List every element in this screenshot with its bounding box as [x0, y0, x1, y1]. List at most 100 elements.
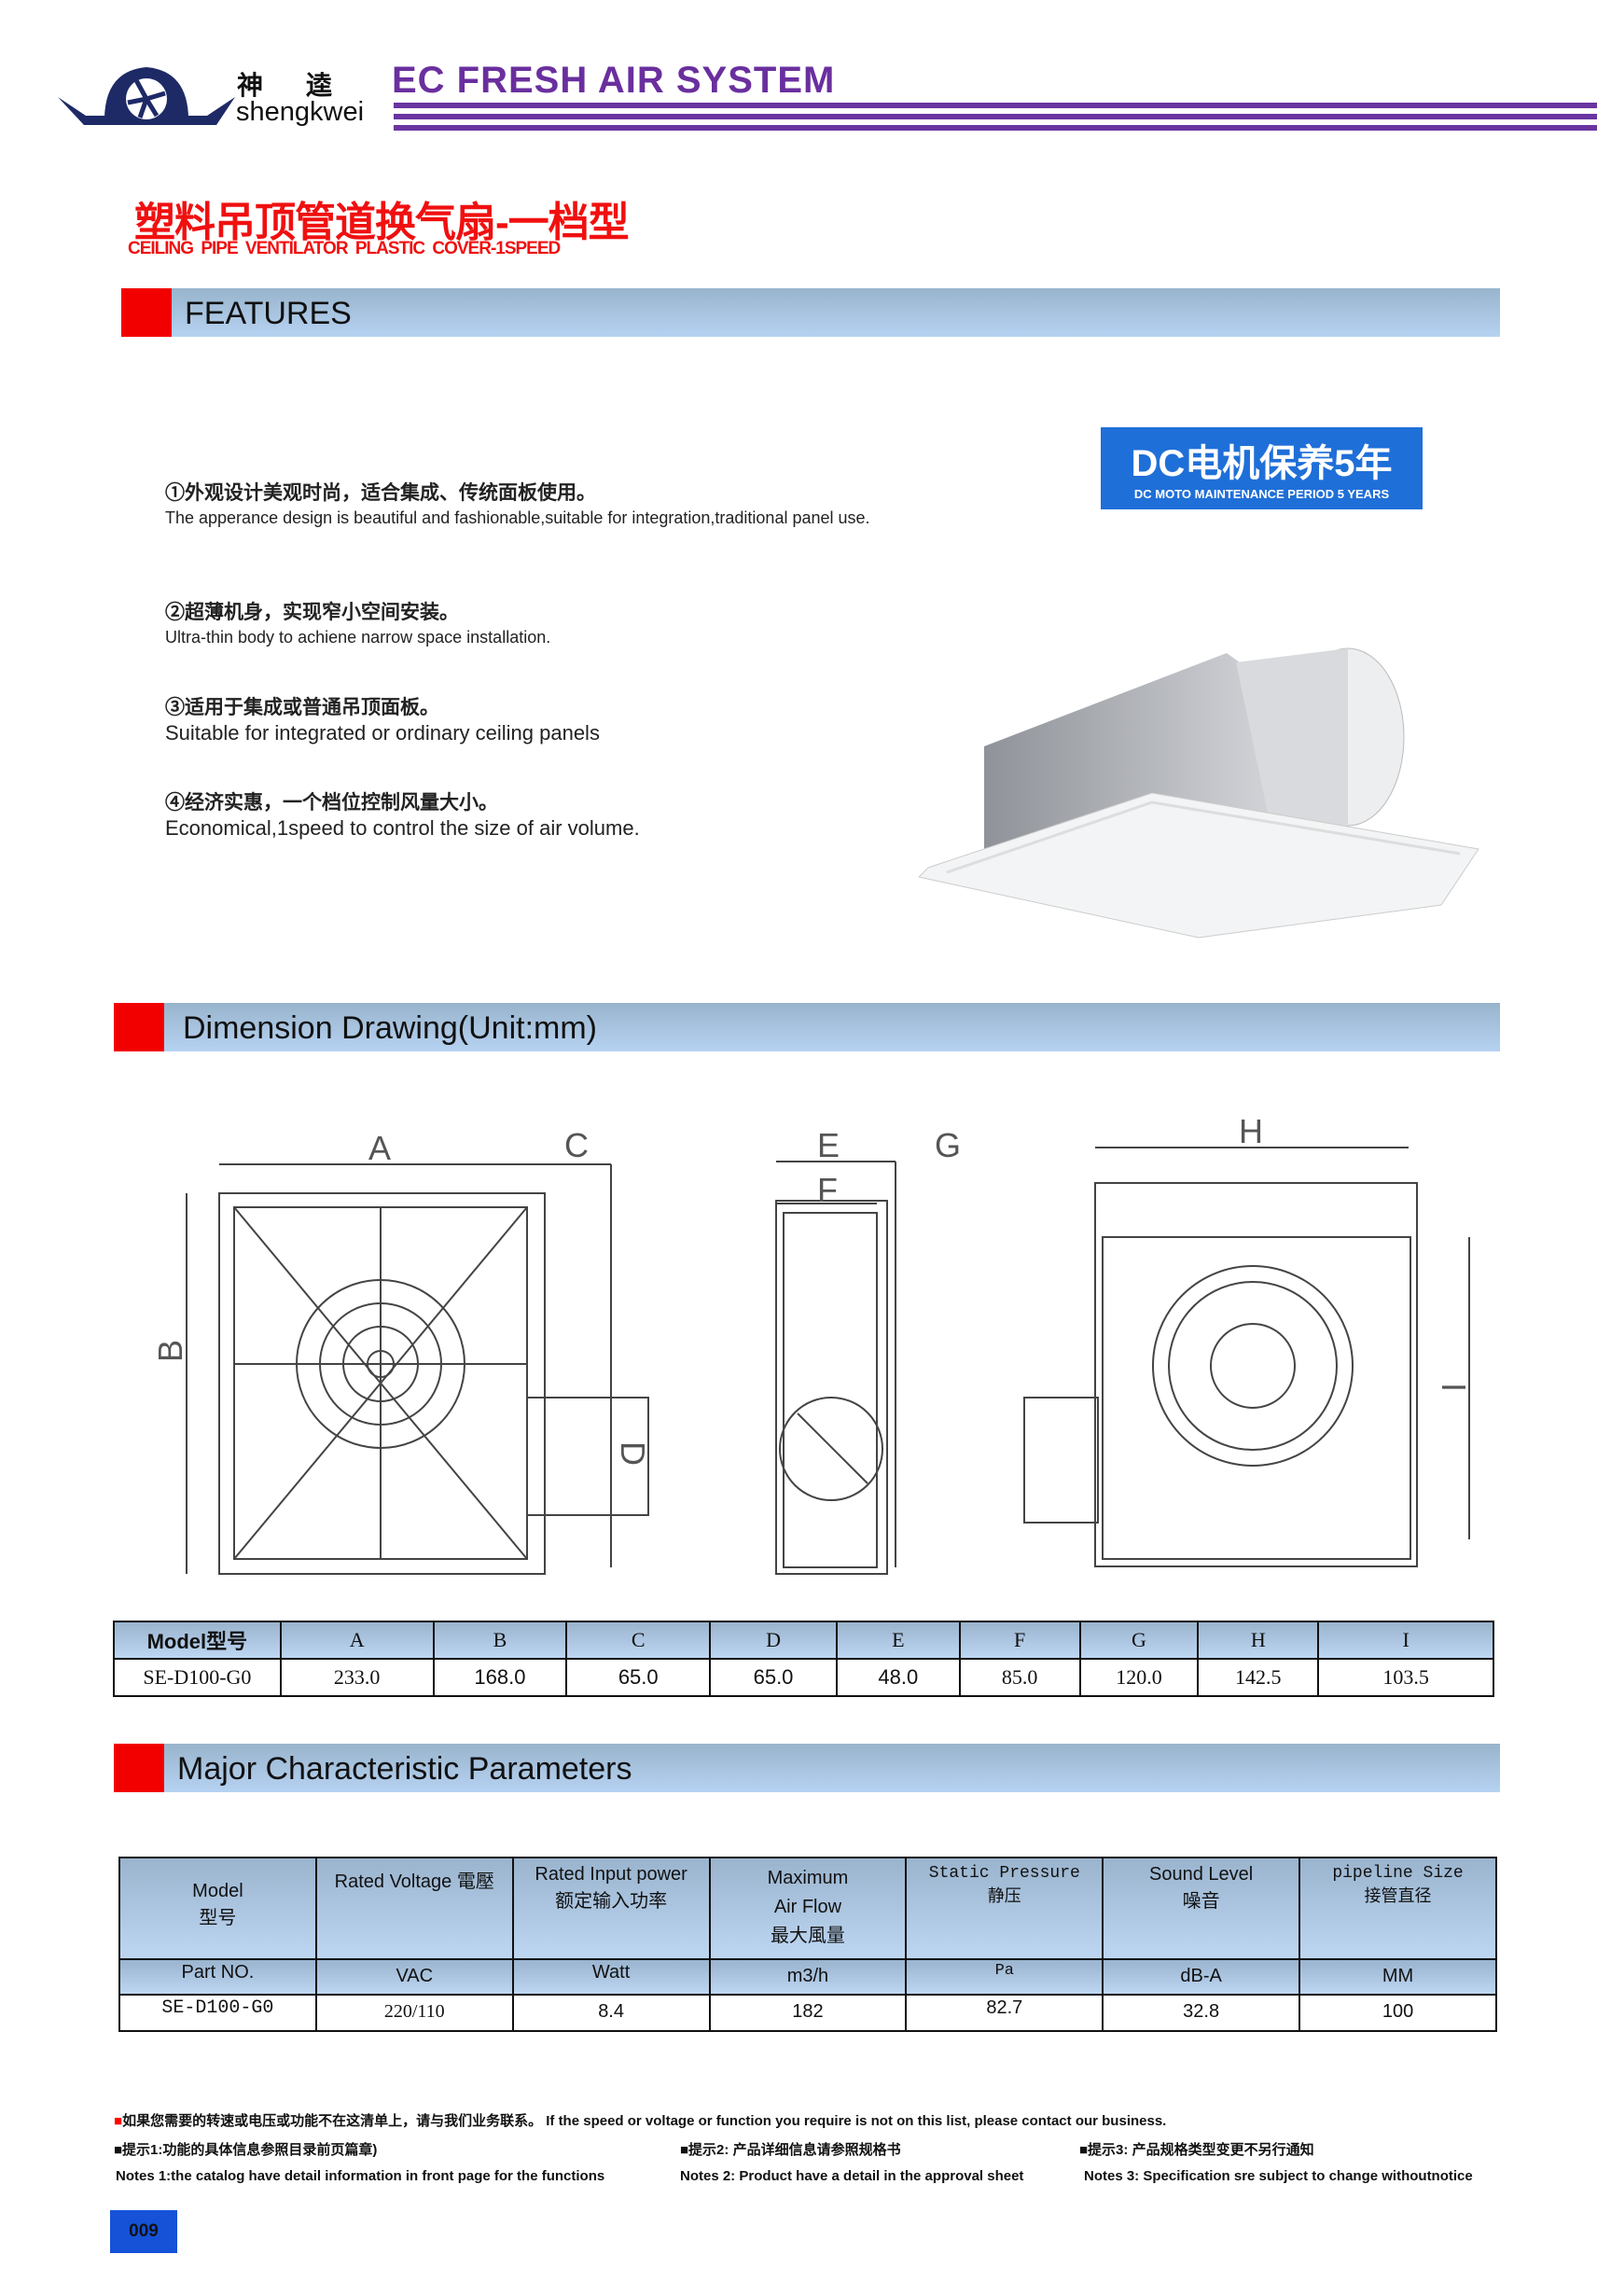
cell: 48.0: [835, 1658, 961, 1697]
red-bullet-icon: ■: [114, 2113, 123, 2129]
header-divider: [394, 103, 1597, 108]
header-cell: Rated Input power 额定输入功率: [511, 1857, 711, 1960]
unit-cell: Part NO.: [118, 1958, 317, 1996]
cell: 65.0: [565, 1658, 712, 1697]
header-cell: F: [958, 1621, 1081, 1660]
contact-note: ■如果您需要的转速或电压或功能不在这清单上，请与我们业务联系。 If the s…: [114, 2110, 1166, 2130]
cell: 65.0: [709, 1658, 838, 1697]
cell: 82.7: [905, 1994, 1104, 2032]
section-marker: [121, 288, 172, 337]
brand-name-cn: 神逵: [237, 71, 376, 100]
header-cell: G: [1078, 1621, 1200, 1660]
badge-title: DC电机保养5年: [1131, 443, 1393, 484]
section-marker: [114, 1003, 164, 1051]
note-1: Notes 1:the catalog have detail informat…: [116, 2168, 605, 2184]
header-cell: Static Pressure 静压: [905, 1857, 1104, 1960]
header-cell: I: [1317, 1621, 1494, 1660]
header-cell: Model 型号: [118, 1857, 317, 1960]
note-3: Notes 3: Specification sre subject to ch…: [1084, 2168, 1473, 2184]
cell: 220/110: [314, 1994, 514, 2032]
header-cell: Maximum Air Flow 最大風量: [708, 1857, 908, 1960]
dim-label-c: C: [564, 1126, 589, 1164]
feature-cn: ④经济实惠，一个档位控制风量大小。: [165, 792, 498, 814]
units-row: Part NO. VAC Watt m3/h Pa dB-A MM: [118, 1958, 1497, 1996]
dim-label-g: G: [935, 1126, 961, 1164]
tip-1-cn: ■提示1:功能的具体信息参照目录前页篇章): [114, 2142, 378, 2158]
product-title-en: CEILING PIPE VENTILATOR PLASTIC COVER-1S…: [128, 239, 561, 258]
dimension-table: Model型号 A B C D E F G H I SE-D100-G0 233…: [113, 1621, 1494, 1697]
feature-item: ②超薄机身，实现窄小空间安装。 Ultra-thin body to achie…: [165, 597, 550, 650]
feature-item: ④经济实惠，一个档位控制风量大小。 Economical,1speed to c…: [165, 787, 640, 841]
note-2: Notes 2: Product have a detail in the ap…: [680, 2168, 1024, 2184]
dim-label-i: I: [1435, 1383, 1473, 1392]
header-cell: D: [709, 1621, 838, 1660]
dim-label-h: H: [1239, 1112, 1263, 1150]
dim-label-f: F: [817, 1171, 838, 1209]
dimension-drawing: A C B D E F G H I: [151, 1112, 1473, 1575]
section-title: Dimension Drawing(Unit:mm): [183, 1010, 597, 1046]
cell: 168.0: [432, 1658, 568, 1697]
feature-item: ③适用于集成或普通吊顶面板。 Suitable for integrated o…: [165, 692, 600, 745]
feature-cn: ②超薄机身，实现窄小空间安装。: [165, 602, 459, 623]
unit-cell: dB-A: [1102, 1958, 1301, 1996]
parameters-section-bar: Major Characteristic Parameters: [114, 1744, 1500, 1792]
header-cell: H: [1197, 1621, 1320, 1660]
dc-motor-badge: DC电机保养5年 DC MOTO MAINTENANCE PERIOD 5 YE…: [1101, 427, 1423, 509]
tip-2-cn: ■提示2: 产品详细信息请参照规格书: [680, 2142, 901, 2158]
bottom-view: [1023, 1147, 1470, 1567]
header-cell: pipeline Size 接管直径: [1298, 1857, 1497, 1960]
cell: 120.0: [1078, 1658, 1200, 1697]
section-marker: [114, 1744, 164, 1792]
product-title-cn: 塑料吊顶管道换气扇-一档型: [134, 200, 630, 245]
dim-label-a: A: [368, 1129, 391, 1167]
tip-3-cn: ■提示3: 产品规格类型变更不另行通知: [1079, 2142, 1314, 2158]
features-section-bar: FEATURES: [121, 288, 1500, 337]
cell: SE-D100-G0: [113, 1658, 282, 1697]
feature-item: ①外观设计美观时尚，适合集成、传统面板使用。 The apperance des…: [165, 478, 874, 531]
unit-cell: VAC: [314, 1958, 514, 1996]
section-title: Major Characteristic Parameters: [177, 1751, 632, 1787]
header-cell: C: [565, 1621, 712, 1660]
brand-name-en: shengkwei: [236, 97, 365, 127]
header-cell: A: [279, 1621, 435, 1660]
table-row: SE-D100-G0 233.0 168.0 65.0 65.0 48.0 85…: [113, 1658, 1494, 1697]
feature-en: Economical,1speed to control the size of…: [165, 816, 640, 840]
header-cell: B: [432, 1621, 568, 1660]
header-cell: Rated Voltage 電壓: [314, 1857, 514, 1960]
header-cell: Model型号: [113, 1621, 282, 1660]
header-divider: [394, 125, 1597, 131]
feature-cn: ③适用于集成或普通吊顶面板。: [165, 697, 439, 718]
dim-label-e: E: [817, 1126, 840, 1164]
header-divider: [394, 114, 1597, 119]
dimension-section-bar: Dimension Drawing(Unit:mm): [114, 1003, 1500, 1051]
feature-en: The apperance design is beautiful and fa…: [165, 508, 870, 527]
cell: 233.0: [279, 1658, 435, 1697]
dim-label-b: B: [151, 1340, 189, 1362]
system-title: EC FRESH AIR SYSTEM: [392, 60, 836, 101]
feature-en: Ultra-thin body to achiene narrow space …: [165, 628, 551, 647]
table-row: SE-D100-G0 220/110 8.4 182 82.7 32.8 100: [118, 1994, 1497, 2032]
page-number: 009: [110, 2210, 177, 2253]
cell: 182: [708, 1994, 908, 2032]
unit-cell: MM: [1298, 1958, 1497, 1996]
cell: 32.8: [1102, 1994, 1301, 2032]
dim-label-d: D: [614, 1441, 652, 1466]
parameters-table: Model 型号 Rated Voltage 電壓 Rated Input po…: [118, 1857, 1497, 2032]
cell: 103.5: [1317, 1658, 1494, 1697]
header-cell: E: [835, 1621, 961, 1660]
header-cell: Sound Level 噪音: [1102, 1857, 1301, 1960]
table-header-row: Model 型号 Rated Voltage 電壓 Rated Input po…: [118, 1857, 1497, 1960]
badge-subtitle: DC MOTO MAINTENANCE PERIOD 5 YEARS: [1133, 487, 1390, 501]
front-view: [186, 1163, 649, 1575]
cell: 8.4: [511, 1994, 711, 2032]
cell: 142.5: [1197, 1658, 1320, 1697]
table-header-row: Model型号 A B C D E F G H I: [113, 1621, 1494, 1660]
unit-cell: Watt: [511, 1958, 711, 1996]
unit-cell: m3/h: [708, 1958, 908, 1996]
contact-note-text: 如果您需要的转速或电压或功能不在这清单上，请与我们业务联系。 If the sp…: [122, 2113, 1167, 2129]
ventilator-product-image: [919, 647, 1479, 939]
cell: 100: [1298, 1994, 1497, 2032]
cell: SE-D100-G0: [118, 1994, 317, 2032]
feature-cn: ①外观设计美观时尚，适合集成、传统面板使用。: [165, 482, 596, 504]
side-view: [775, 1161, 896, 1575]
